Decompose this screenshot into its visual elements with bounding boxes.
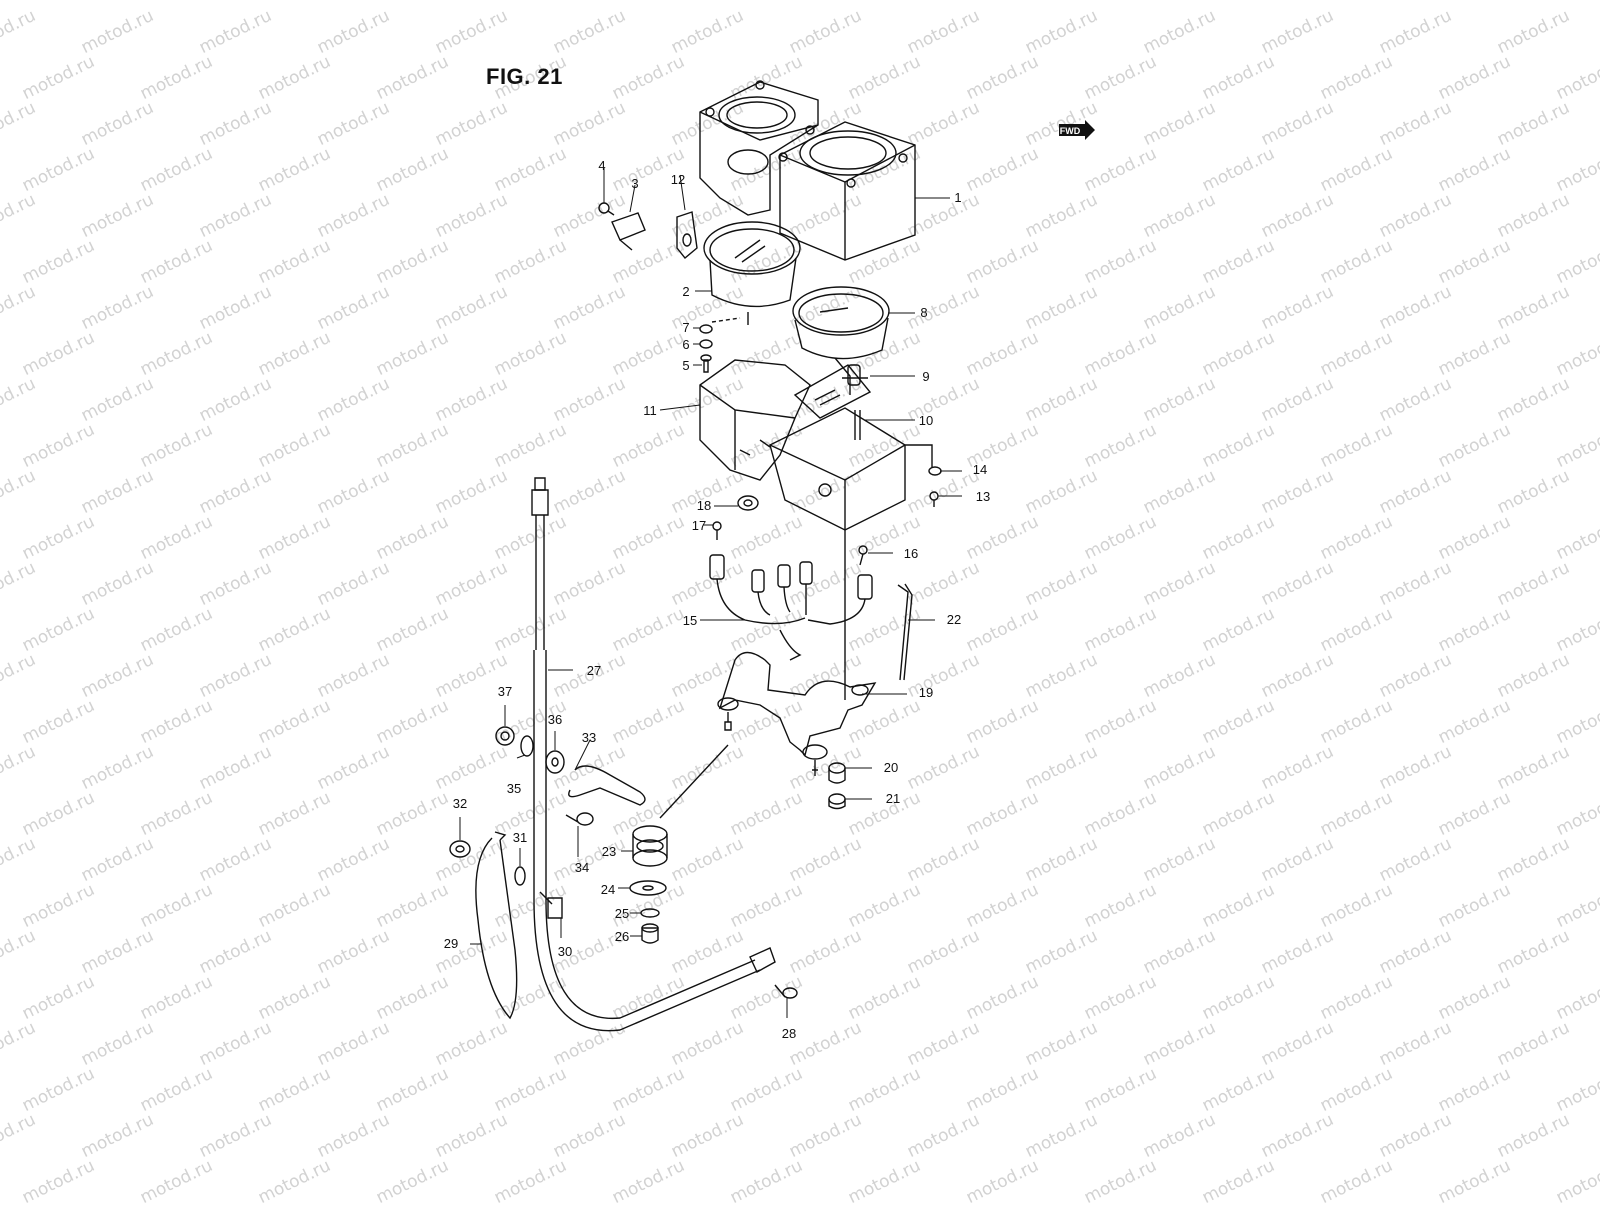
forward-direction-badge: FWD xyxy=(1059,120,1095,140)
callout-22: 22 xyxy=(946,612,962,627)
callout-14: 14 xyxy=(972,462,988,477)
callout-13: 13 xyxy=(975,489,991,504)
callout-21: 21 xyxy=(885,791,901,806)
callout-27: 27 xyxy=(586,663,602,678)
part-tachometer-lower-case xyxy=(699,359,811,481)
part-terminal-17 xyxy=(712,521,722,540)
part-bolt-30 xyxy=(539,891,563,919)
callout-10: 10 xyxy=(918,413,934,428)
part-cable-tie xyxy=(897,583,913,681)
part-washer-24 xyxy=(629,880,667,896)
callout-3: 3 xyxy=(631,176,639,191)
callout-26: 26 xyxy=(614,929,630,944)
part-washer-35 xyxy=(520,735,534,757)
part-grommet-18 xyxy=(737,495,759,511)
part-spring-33 xyxy=(568,765,646,806)
callout-9: 9 xyxy=(922,369,930,384)
callout-23: 23 xyxy=(601,844,617,859)
part-damper-23 xyxy=(632,825,668,867)
callout-19: 19 xyxy=(918,685,934,700)
callout-33: 33 xyxy=(581,730,597,745)
callout-31: 31 xyxy=(512,830,528,845)
part-terminal-16 xyxy=(858,545,868,566)
callout-37: 37 xyxy=(497,684,513,699)
callout-6: 6 xyxy=(682,337,690,352)
callout-34: 34 xyxy=(574,860,590,875)
callout-29: 29 xyxy=(443,936,459,951)
part-nut-37 xyxy=(495,726,515,746)
callout-17: 17 xyxy=(691,518,707,533)
part-washer-14 xyxy=(928,466,942,476)
part-speedometer-lower-case xyxy=(769,364,906,540)
part-screw-34 xyxy=(565,812,594,826)
callout-11: 11 xyxy=(643,403,657,418)
part-speedometer-cable xyxy=(531,477,776,1032)
callout-12: 12 xyxy=(670,172,686,187)
part-screw-5 xyxy=(700,354,712,373)
part-washer-31 xyxy=(514,866,526,886)
callout-5: 5 xyxy=(682,358,690,373)
part-indicator-socket xyxy=(842,364,868,386)
callout-4: 4 xyxy=(598,158,606,173)
part-cushion-20 xyxy=(828,762,846,784)
callout-32: 32 xyxy=(452,796,468,811)
part-washer-6 xyxy=(699,339,713,349)
part-nut-32 xyxy=(449,840,471,858)
part-meter-case xyxy=(699,80,916,261)
part-washer-36 xyxy=(545,750,565,774)
part-nut-26 xyxy=(641,923,659,944)
part-washer-25 xyxy=(640,908,660,918)
leader-dash-7 xyxy=(711,317,741,323)
fwd-label: FWD xyxy=(1060,126,1081,136)
callout-15: 15 xyxy=(682,613,698,628)
callout-8: 8 xyxy=(920,305,928,320)
callout-1: 1 xyxy=(954,190,962,205)
figure-title: FIG. 21 xyxy=(486,64,563,89)
part-nut-21 xyxy=(828,793,846,810)
part-small-screw xyxy=(598,202,615,216)
callout-30: 30 xyxy=(557,944,573,959)
callout-16: 16 xyxy=(903,546,919,561)
part-screw-28 xyxy=(774,984,798,999)
callout-7: 7 xyxy=(682,320,690,335)
leader-14 xyxy=(905,444,933,468)
callout-20: 20 xyxy=(883,760,899,775)
callout-25: 25 xyxy=(614,906,630,921)
callout-leaders xyxy=(459,168,962,1018)
callout-36: 36 xyxy=(547,712,563,727)
callout-18: 18 xyxy=(696,498,712,513)
callout-24: 24 xyxy=(600,882,616,897)
part-drive-gear xyxy=(611,212,646,251)
callout-28: 28 xyxy=(781,1026,797,1041)
leader-bracket-damper xyxy=(659,744,729,819)
callout-2: 2 xyxy=(682,284,690,299)
part-washer-7 xyxy=(699,324,713,334)
part-screw-13 xyxy=(929,491,939,507)
part-cable-guide xyxy=(475,831,518,1020)
part-meter-bracket xyxy=(717,540,877,776)
part-clamp-plate xyxy=(676,211,698,259)
part-wiring-harness xyxy=(709,554,873,661)
part-speedometer xyxy=(792,286,890,395)
callout-35: 35 xyxy=(506,781,522,796)
part-tachometer xyxy=(703,221,801,325)
